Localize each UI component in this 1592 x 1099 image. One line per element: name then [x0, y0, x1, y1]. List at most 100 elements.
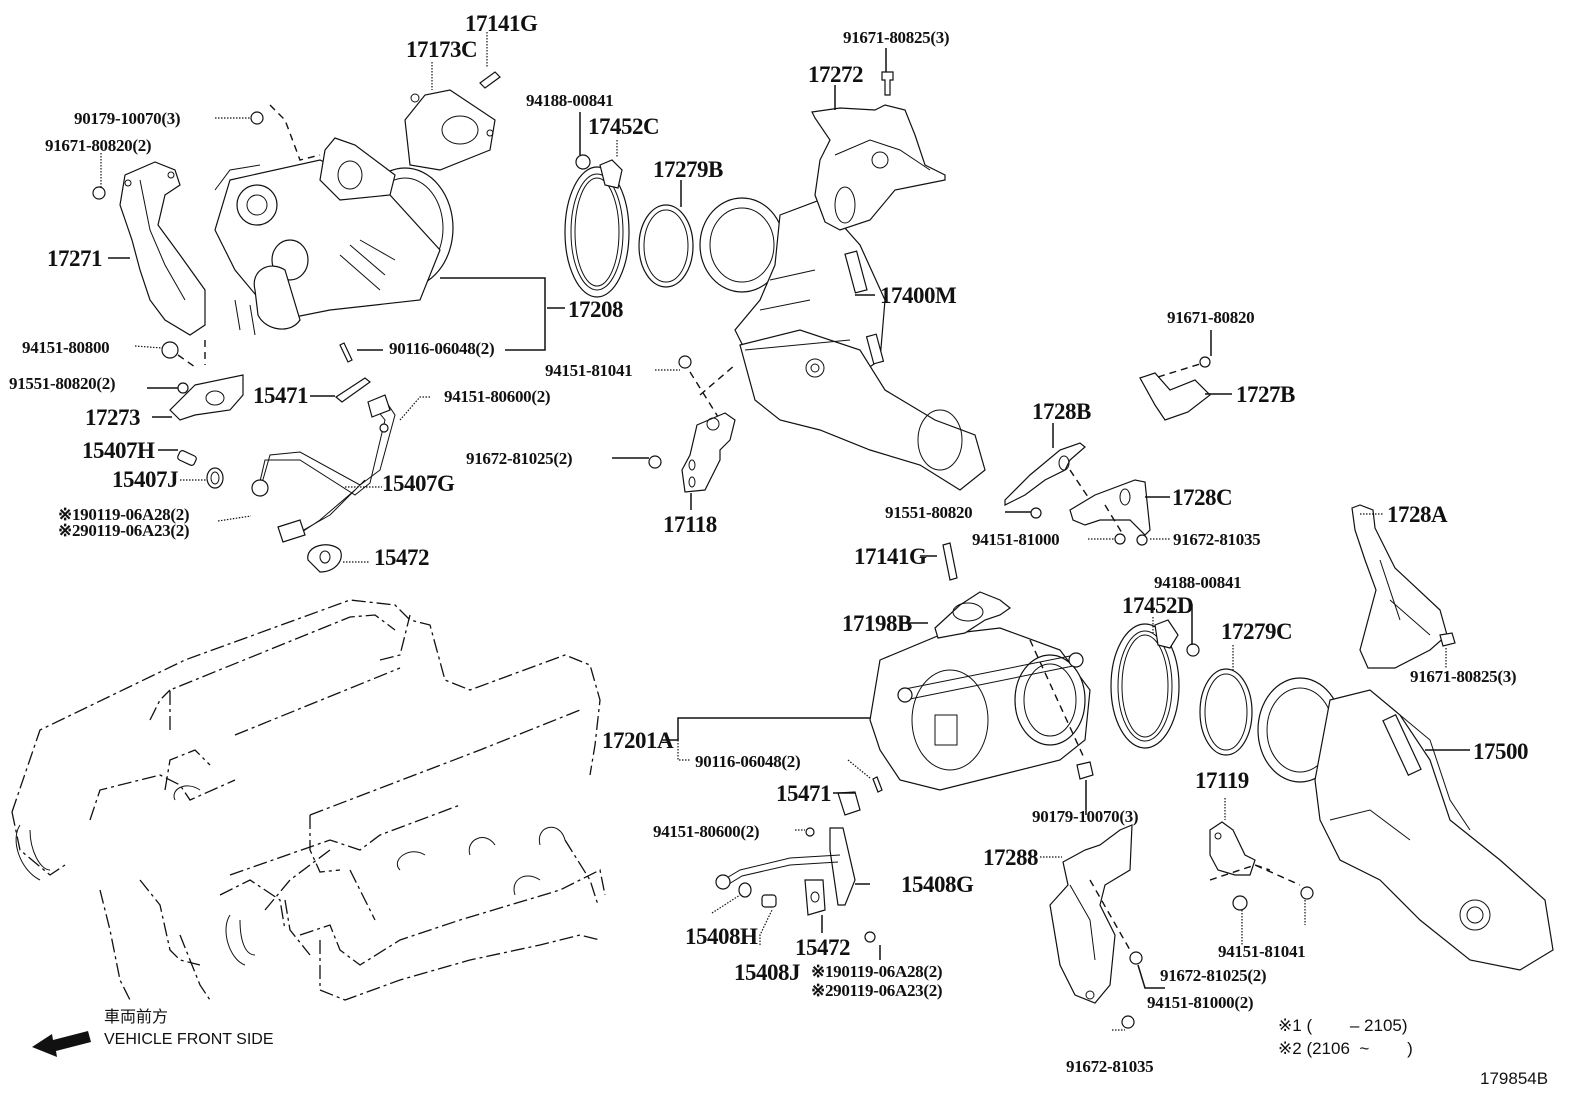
- part-label-91672-81035[interactable]: 91672-81035: [1173, 530, 1261, 549]
- bracket-17119-drawing: [1209, 821, 1256, 876]
- bolt-91672-81025-mid-drawing: [1232, 895, 1248, 911]
- part-label-15407H[interactable]: 15407H: [82, 438, 155, 463]
- part-label-15408H[interactable]: 15408H: [685, 924, 758, 949]
- bolt-91672-81035-top-drawing: [1136, 534, 1148, 546]
- part-label-94151-81000-2[interactable]: 94151-81000(2): [1147, 993, 1254, 1012]
- nut-94188-00841-mid-drawing: [1186, 643, 1200, 657]
- insulator-17271-drawing: [119, 161, 206, 336]
- nut-94151-81000-2-drawing: [1129, 951, 1143, 965]
- part-label-90119-06A28-lower[interactable]: ※190119-06A28(2): [811, 962, 943, 981]
- part-label-17288[interactable]: 17288: [983, 845, 1039, 870]
- part-label-90116-06048[interactable]: 90116-06048(2): [389, 339, 495, 358]
- part-label-15471-lower[interactable]: 15471: [776, 781, 832, 806]
- insulator-1727B-drawing: [1139, 372, 1211, 421]
- gasket-15472-top-drawing: [307, 544, 342, 573]
- part-label-1728C[interactable]: 1728C: [1172, 485, 1233, 510]
- part-label-90119-06A23-lower[interactable]: ※290119-06A23(2): [811, 981, 943, 1000]
- part-label-17118[interactable]: 17118: [663, 512, 717, 537]
- part-label-15472-lower[interactable]: 15472: [795, 935, 851, 960]
- part-label-91551-80820[interactable]: 91551-80820(2): [9, 374, 116, 393]
- part-label-91671-80825[interactable]: 91671-80825(3): [843, 28, 950, 47]
- bolt-91671-80825-mid-drawing: [1439, 632, 1456, 647]
- nut-90179-10070-top-drawing: [250, 111, 264, 125]
- engine-block-outline: [11, 599, 606, 1001]
- part-label-17173C[interactable]: 17173C: [406, 37, 478, 62]
- bolt-91671-80820-2-drawing: [92, 186, 106, 200]
- part-label-94151-81041-lower[interactable]: 94151-81041: [1218, 942, 1306, 961]
- part-label-17271[interactable]: 17271: [47, 246, 103, 271]
- part-label-17201A[interactable]: 17201A: [602, 728, 674, 753]
- part-label-15407G[interactable]: 15407G: [382, 471, 455, 496]
- footnote-2: ※2 (2106 ~ ): [1278, 1040, 1413, 1057]
- footnote-1: ※1 ( – 2105): [1278, 1017, 1408, 1034]
- nut-94151-80800-drawing: [161, 341, 179, 359]
- part-label-91671-80820[interactable]: 91671-80820(2): [45, 136, 152, 155]
- part-label-91672-81025[interactable]: 91672-81025(2): [466, 449, 573, 468]
- stud-90116-06048-mid-drawing: [872, 776, 883, 793]
- bolt-90119-06A-mid-drawing: [864, 931, 876, 943]
- part-label-15408G[interactable]: 15408G: [901, 872, 974, 897]
- part-label-94151-80800[interactable]: 94151-80800: [22, 338, 110, 357]
- part-label-90119-06A28[interactable]: ※190119-06A28(2): [58, 505, 190, 524]
- part-label-17119[interactable]: 17119: [1195, 768, 1249, 793]
- part-label-17279C[interactable]: 17279C: [1221, 619, 1293, 644]
- part-label-17141G-lower[interactable]: 17141G: [854, 544, 927, 569]
- bolt-91671-80820-drawing: [1199, 356, 1211, 368]
- part-label-15408J[interactable]: 15408J: [734, 960, 801, 985]
- gasket-ring-17279B-drawing: [638, 204, 694, 288]
- nut-90179-10070-mid-drawing: [1076, 761, 1094, 780]
- gasket-17173C-drawing: [404, 89, 496, 171]
- part-label-15472[interactable]: 15472: [374, 545, 430, 570]
- part-label-91551-80820-single[interactable]: 91551-80820: [885, 503, 973, 522]
- illustration-number: 179854B: [1480, 1069, 1549, 1088]
- part-label-94151-81000[interactable]: 94151-81000: [972, 530, 1060, 549]
- part-label-91671-80825-lower[interactable]: 91671-80825(3): [1410, 667, 1517, 686]
- part-label-15407J[interactable]: 15407J: [112, 467, 179, 492]
- gasket-ring-17279C-drawing: [1199, 668, 1253, 756]
- part-label-91672-81025-lower[interactable]: 91672-81025(2): [1160, 966, 1267, 985]
- bolt-91672-81025-top-drawing: [648, 455, 662, 469]
- part-label-94151-80600[interactable]: 94151-80600(2): [444, 387, 551, 406]
- part-label-90116-06048-lower[interactable]: 90116-06048(2): [695, 752, 801, 771]
- part-label-17141G[interactable]: 17141G: [465, 11, 538, 36]
- part-label-91671-80820-single[interactable]: 91671-80820: [1167, 308, 1255, 327]
- part-label-94188-00841[interactable]: 94188-00841: [526, 91, 614, 110]
- part-label-90179-10070[interactable]: 90179-10070(3): [74, 109, 181, 128]
- catalytic-converter-17400M-drawing: [699, 197, 986, 491]
- part-label-94188-00841-lower[interactable]: 94188-00841: [1154, 573, 1242, 592]
- part-label-1727B[interactable]: 1727B: [1236, 382, 1295, 407]
- clamp-17452D-drawing: [1110, 619, 1180, 749]
- part-label-17279B[interactable]: 17279B: [653, 157, 723, 182]
- part-label-94151-80600-lower[interactable]: 94151-80600(2): [653, 822, 760, 841]
- part-label-17273[interactable]: 17273: [85, 405, 141, 430]
- bolt-91551-80820-drawing: [1030, 507, 1042, 519]
- part-label-17272[interactable]: 17272: [808, 62, 864, 87]
- part-label-94151-81041[interactable]: 94151-81041: [545, 361, 633, 380]
- part-label-17452C[interactable]: 17452C: [588, 114, 660, 139]
- part-label-17500[interactable]: 17500: [1473, 739, 1529, 764]
- part-label-17208[interactable]: 17208: [568, 297, 624, 322]
- nut-94151-81000-drawing: [1114, 533, 1126, 545]
- vehicle-front-label-en: VEHICLE FRONT SIDE: [104, 1031, 274, 1048]
- part-label-17400M[interactable]: 17400M: [880, 283, 957, 308]
- part-label-17452D[interactable]: 17452D: [1122, 593, 1194, 618]
- vehicle-front-label-jp: 車両前方: [104, 1009, 169, 1026]
- part-label-1728A[interactable]: 1728A: [1387, 502, 1448, 527]
- part-label-15471[interactable]: 15471: [253, 383, 309, 408]
- leader-lines: [100, 32, 1470, 1031]
- part-label-90179-10070-lower[interactable]: 90179-10070(3): [1032, 807, 1139, 826]
- part-label-91672-81035-lower[interactable]: 91672-81035: [1066, 1057, 1154, 1076]
- bracket-1728B-drawing: [1004, 442, 1086, 506]
- stud-17141G-mid-drawing: [942, 542, 958, 581]
- turbocharger-17201A-drawing: [869, 627, 1091, 791]
- part-label-17198B[interactable]: 17198B: [842, 611, 912, 636]
- bracket-17118-drawing: [681, 412, 736, 493]
- part-label-90119-06A23[interactable]: ※290119-06A23(2): [58, 521, 190, 540]
- part-label-1728B[interactable]: 1728B: [1032, 399, 1091, 424]
- gasket-15471-top-drawing: [334, 377, 371, 403]
- union-bolt-15408J-drawing: [761, 894, 777, 908]
- connector-dashed-line: [1069, 469, 1091, 501]
- footnote-2-range: (2106 ~ ): [1306, 1039, 1413, 1058]
- bracket-1728C-drawing: [1069, 479, 1151, 536]
